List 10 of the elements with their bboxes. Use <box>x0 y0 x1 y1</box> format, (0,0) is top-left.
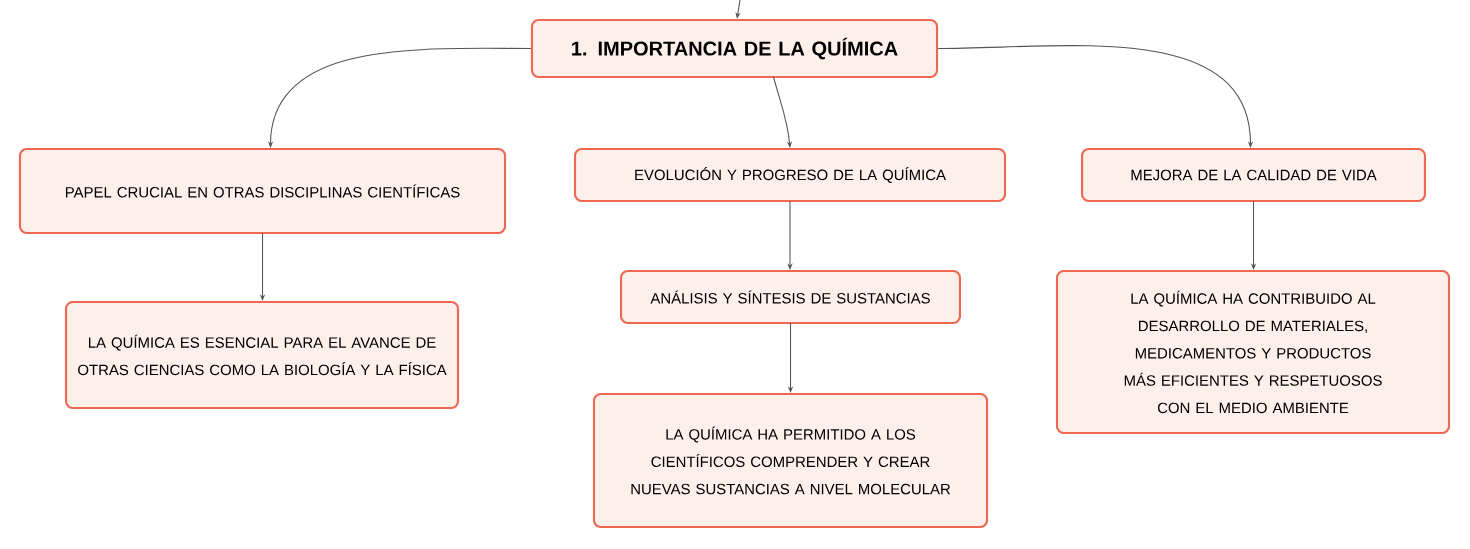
arrow <box>937 45 1254 148</box>
concept-box: LA QUÍMICA ES ESENCIAL PARA EL AVANCE DE OTRAS CIENCIAS COMO LA BIOLOGÍA Y LA FÍSICA <box>64 300 460 410</box>
arrow <box>772 76 793 148</box>
concept-box: LA QUÍMICA HA PERMITIDO A LOS CIENTÍFICOS COMPRENDER Y CREAR NUEVAS SUSTANCIAS A NIVEL MOLECULAR <box>592 392 989 529</box>
topic-box: 1. IMPORTANCIA DE LA QUÍMICA <box>530 18 939 79</box>
concept-box: PAPEL CRUCIAL EN OTRAS DISCIPLINAS CIENTÍFICAS <box>18 147 507 235</box>
concept-box: LA QUÍMICA HA CONTRIBUIDO AL DESARROLLO DE MATERIALES, MEDICAMENTOS Y PRODUCTOS MÁS EFICIENTES Y RESPETUOSOS CON EL MEDIO AMBIENTE <box>1055 269 1451 435</box>
concept-box: MEJORA DE LA CALIDAD DE VIDA <box>1080 147 1427 203</box>
concept-box: ANÁLISIS Y SÍNTESIS DE SUSTANCIAS <box>619 269 962 325</box>
concept-box: EVOLUCIÓN Y PROGRESO DE LA QUÍMICA <box>573 147 1007 203</box>
